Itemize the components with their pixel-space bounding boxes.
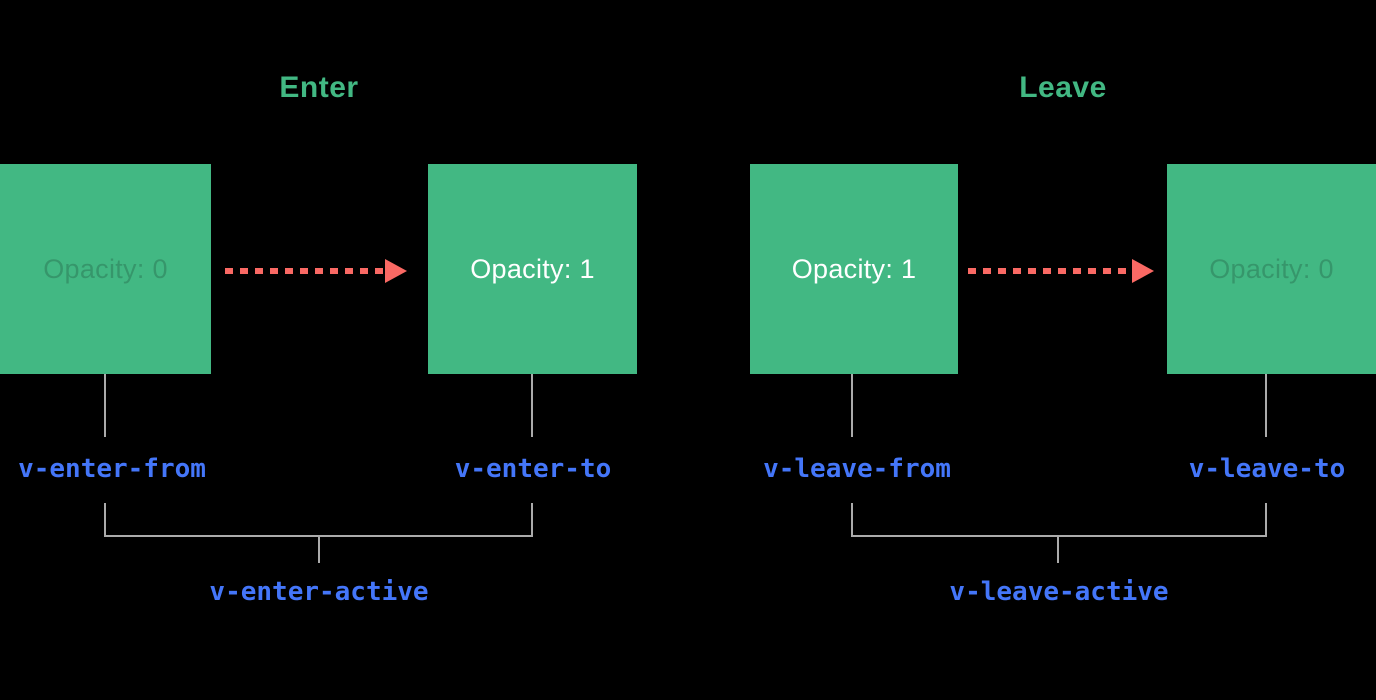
leave-to-state-box: Opacity: 0 [1167, 164, 1376, 374]
bracket-stem-line [1057, 536, 1059, 563]
bracket-line [531, 503, 533, 537]
connector-line [531, 374, 533, 437]
bracket-line [851, 503, 853, 537]
bracket-line [851, 535, 1267, 537]
connector-line [1265, 374, 1267, 437]
dashed-arrow-right-icon [968, 259, 1154, 283]
bracket-line [1265, 503, 1267, 537]
dashed-arrow-right-icon [225, 259, 407, 283]
enter-section-title: Enter [279, 71, 359, 104]
leave-to-opacity-label: Opacity: 0 [1209, 253, 1334, 284]
connector-line [851, 374, 853, 437]
arrow-dashes [225, 268, 385, 274]
arrow-dashes [968, 268, 1132, 274]
enter-active-class-label: v-enter-active [209, 577, 429, 607]
leave-from-opacity-label: Opacity: 1 [791, 253, 917, 284]
enter-from-opacity-label: Opacity: 0 [43, 253, 168, 284]
leave-from-state-box: Opacity: 1 [750, 164, 958, 374]
bracket-line [104, 503, 106, 537]
enter-to-opacity-label: Opacity: 1 [470, 253, 595, 284]
connector-line [104, 374, 106, 437]
enter-to-state-box: Opacity: 1 [428, 164, 637, 374]
leave-to-class-label: v-leave-to [1188, 454, 1346, 484]
leave-active-class-label: v-leave-active [949, 577, 1169, 607]
arrow-head [385, 259, 407, 283]
arrow-head [1132, 259, 1154, 283]
leave-from-class-label: v-leave-from [763, 454, 951, 484]
enter-to-class-label: v-enter-to [454, 454, 612, 484]
enter-from-class-label: v-enter-from [18, 454, 206, 484]
leave-section-title: Leave [1019, 71, 1107, 104]
enter-from-state-box: Opacity: 0 [0, 164, 211, 374]
bracket-stem-line [318, 536, 320, 563]
